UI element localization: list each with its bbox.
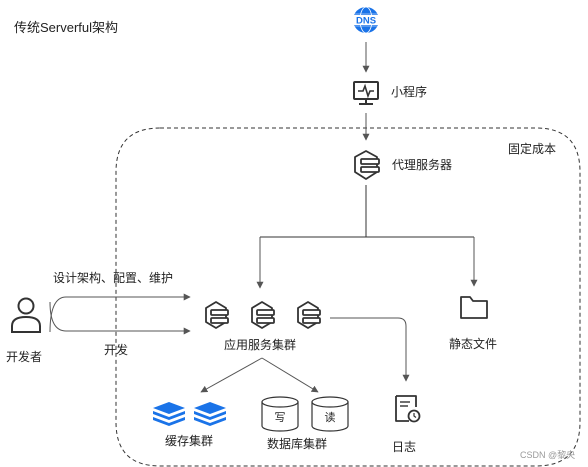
server-icon: [205, 301, 229, 329]
server-icon: [251, 301, 275, 329]
label-develop: 开发: [104, 343, 129, 357]
diagram-title: 传统Serverful架构: [14, 20, 119, 35]
server-icon: [297, 301, 321, 329]
dns-text: DNS: [356, 16, 376, 27]
watermark: CSDN @黎央: [520, 450, 576, 460]
dns-globe-icon: DNS: [351, 6, 381, 34]
label-static-files: 静态文件: [449, 337, 498, 351]
monitor-icon: [353, 81, 379, 105]
folder-icon: [460, 296, 488, 319]
cache-stack-icon: [153, 402, 185, 426]
edge-app-to-db: [261, 357, 319, 393]
server-icon: [354, 150, 380, 180]
edge-develop: [49, 301, 191, 335]
edge-design-config: [49, 293, 191, 333]
label-cache-cluster: 缓存集群: [165, 434, 214, 448]
label-miniprogram: 小程序: [391, 85, 428, 99]
label-developer: 开发者: [6, 350, 43, 364]
database-icon: [261, 396, 299, 432]
db-write-label: 写: [275, 412, 286, 424]
label-app-cluster: 应用服务集群: [224, 338, 297, 352]
label-design-config-maintain: 设计架构、配置、维护: [53, 271, 174, 285]
edge-app-to-cache: [200, 357, 263, 393]
label-db-cluster: 数据库集群: [267, 437, 328, 451]
label-proxy-server: 代理服务器: [392, 158, 453, 172]
label-logs: 日志: [392, 440, 417, 454]
fixed-cost-region: [115, 127, 581, 467]
log-document-icon: [395, 395, 421, 423]
cache-stack-icon: [194, 402, 226, 426]
db-read-label: 读: [325, 410, 336, 424]
person-icon: [11, 297, 41, 333]
edge-app-to-logs: [330, 317, 410, 382]
database-icon: [311, 396, 349, 432]
label-fixed-cost: 固定成本: [508, 142, 557, 156]
